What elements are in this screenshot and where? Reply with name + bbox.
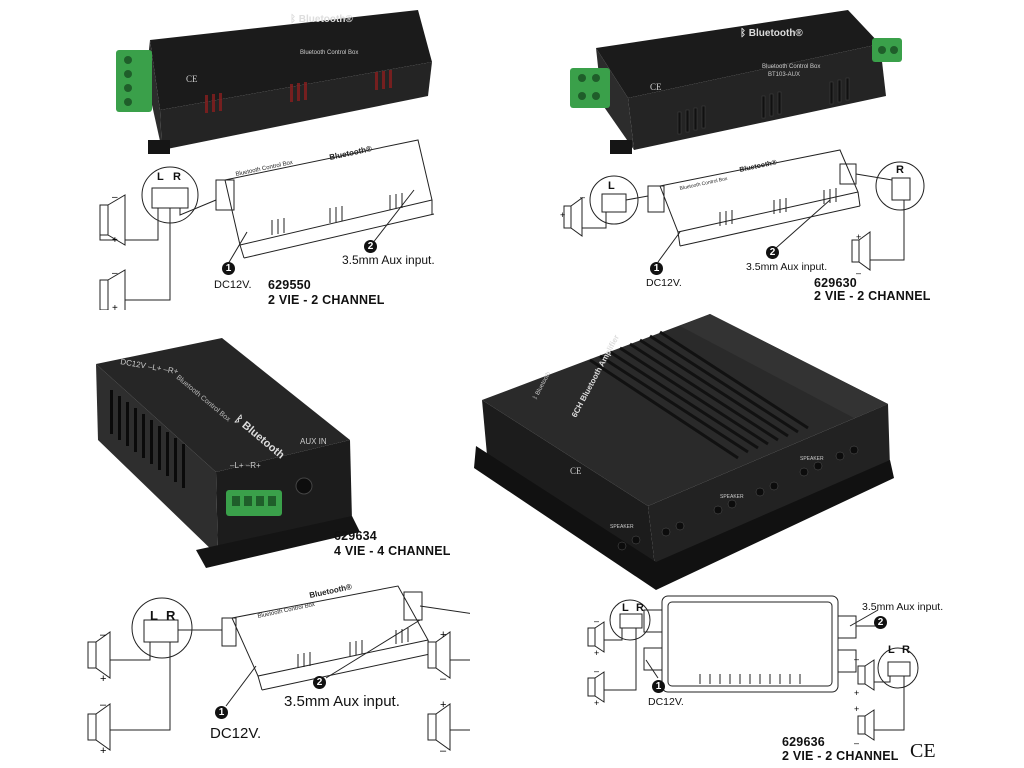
callout-1: 1: [652, 680, 665, 693]
svg-text:+: +: [100, 745, 106, 757]
svg-text:+: +: [594, 698, 599, 708]
product-panel-629630: ᛒ Bluetooth® Bluetooth Control Box BT103…: [540, 0, 1024, 310]
product-panel-629636: SPEAKER SPEAKER SPEAKER 6CH Bluetooth Am…: [470, 300, 1024, 768]
callout-1: 1: [215, 706, 228, 719]
dc-input-label: DC12V.: [646, 277, 682, 289]
callout-2: 2: [364, 240, 377, 253]
right-channel-label: R: [896, 164, 904, 176]
callout-1: 1: [650, 262, 663, 275]
callout-1: 1: [222, 262, 235, 275]
svg-text:Bluetooth®: Bluetooth®: [309, 582, 353, 600]
dc-input-label: DC12V.: [648, 696, 684, 708]
product-code: 629634: [334, 529, 377, 543]
left-channel-label: L: [157, 171, 164, 183]
callout-2: 2: [874, 616, 887, 629]
svg-text:+: +: [440, 699, 446, 711]
svg-text:–: –: [580, 192, 585, 202]
svg-text:ᛒ Bluetooth®: ᛒ Bluetooth®: [740, 27, 803, 39]
channel-info: 2 VIE - 2 CHANNEL: [268, 293, 385, 307]
channel-info: 2 VIE - 2 CHANNEL: [782, 749, 899, 763]
channel-info: 2 VIE - 2 CHANNEL: [814, 289, 931, 303]
ce-mark: CE: [910, 740, 936, 762]
svg-text:+: +: [112, 235, 118, 246]
svg-text:Bluetooth®: Bluetooth®: [739, 158, 778, 174]
svg-text:–: –: [112, 268, 118, 279]
dc-input-label: DC12V.: [210, 725, 262, 742]
device-photo-629550: ᛒ Bluetooth® Bluetooth Control Box CE: [99, 10, 435, 310]
svg-text:+: +: [440, 629, 446, 641]
svg-text:+: +: [112, 303, 118, 310]
left-channel-label: L: [608, 180, 615, 192]
aux-input-label: 3.5mm Aux input.: [342, 253, 435, 267]
device-photo-629636: SPEAKER SPEAKER SPEAKER 6CH Bluetooth Am…: [474, 314, 919, 748]
aux-input-label: 3.5mm Aux input.: [862, 601, 944, 613]
svg-text:–: –: [100, 699, 107, 711]
speaker-label-2: SPEAKER: [720, 494, 744, 500]
svg-text:Bluetooth Control Box: Bluetooth Control Box: [235, 160, 293, 178]
svg-text:–: –: [854, 654, 859, 664]
svg-text:–L+ –R+: –L+ –R+: [230, 461, 261, 470]
product-panel-629634: ᛒ Bluetooth Bluetooth Control Box –L+ –R…: [0, 320, 470, 768]
svg-text:+: +: [856, 232, 861, 242]
left-channel-label: L: [150, 608, 158, 623]
svg-text:–: –: [100, 629, 107, 641]
right-channel-label-2: R: [902, 644, 910, 656]
svg-text:–: –: [440, 745, 447, 757]
callout-2: 2: [766, 246, 779, 259]
device-photo-629630: ᛒ Bluetooth® Bluetooth Control Box BT103…: [560, 10, 925, 278]
device-ce: CE: [186, 74, 198, 84]
svg-text:–: –: [594, 616, 599, 626]
product-panel-629550: ᛒ Bluetooth® Bluetooth Control Box CE: [0, 0, 470, 310]
svg-text:+: +: [594, 648, 599, 658]
callout-2: 2: [313, 676, 326, 689]
svg-text:+: +: [854, 688, 859, 698]
svg-text:+: +: [854, 704, 859, 714]
svg-text:–: –: [440, 673, 447, 685]
svg-text:–: –: [594, 666, 599, 676]
left-channel-label-2: L: [888, 644, 895, 656]
right-channel-label: R: [173, 171, 181, 183]
svg-text:CE: CE: [570, 466, 582, 476]
product-code: 629550: [268, 278, 311, 292]
svg-text:Bluetooth Control Box: Bluetooth Control Box: [679, 176, 728, 192]
svg-text:+: +: [560, 210, 565, 220]
svg-text:CE: CE: [650, 82, 662, 92]
speaker-label: SPEAKER: [610, 524, 634, 530]
right-channel-label: R: [166, 608, 176, 623]
device-model: BT103-AUX: [768, 72, 800, 78]
dc-input-label: DC12V.: [214, 279, 252, 291]
product-code: 629636: [782, 735, 825, 749]
speaker-label-3: SPEAKER: [800, 456, 824, 462]
product-code: 629630: [814, 276, 857, 290]
aux-input-label: 3.5mm Aux input.: [284, 693, 400, 710]
svg-text:Bluetooth Control Box: Bluetooth Control Box: [762, 64, 820, 70]
svg-text:–: –: [856, 268, 861, 278]
device-logo: ᛒ Bluetooth®: [290, 13, 353, 25]
svg-text:–: –: [112, 192, 118, 203]
channel-info: 4 VIE - 4 CHANNEL: [334, 544, 451, 558]
svg-text:–: –: [854, 738, 859, 748]
right-channel-label: R: [636, 602, 644, 614]
svg-text:Bluetooth®: Bluetooth®: [329, 144, 373, 162]
device-box-title: Bluetooth Control Box: [300, 50, 358, 56]
svg-text:AUX IN: AUX IN: [300, 437, 327, 446]
device-photo-629634: ᛒ Bluetooth Bluetooth Control Box –L+ –R…: [87, 338, 470, 757]
svg-text:+: +: [100, 673, 106, 685]
left-channel-label: L: [622, 602, 629, 614]
aux-input-label: 3.5mm Aux input.: [746, 261, 828, 273]
